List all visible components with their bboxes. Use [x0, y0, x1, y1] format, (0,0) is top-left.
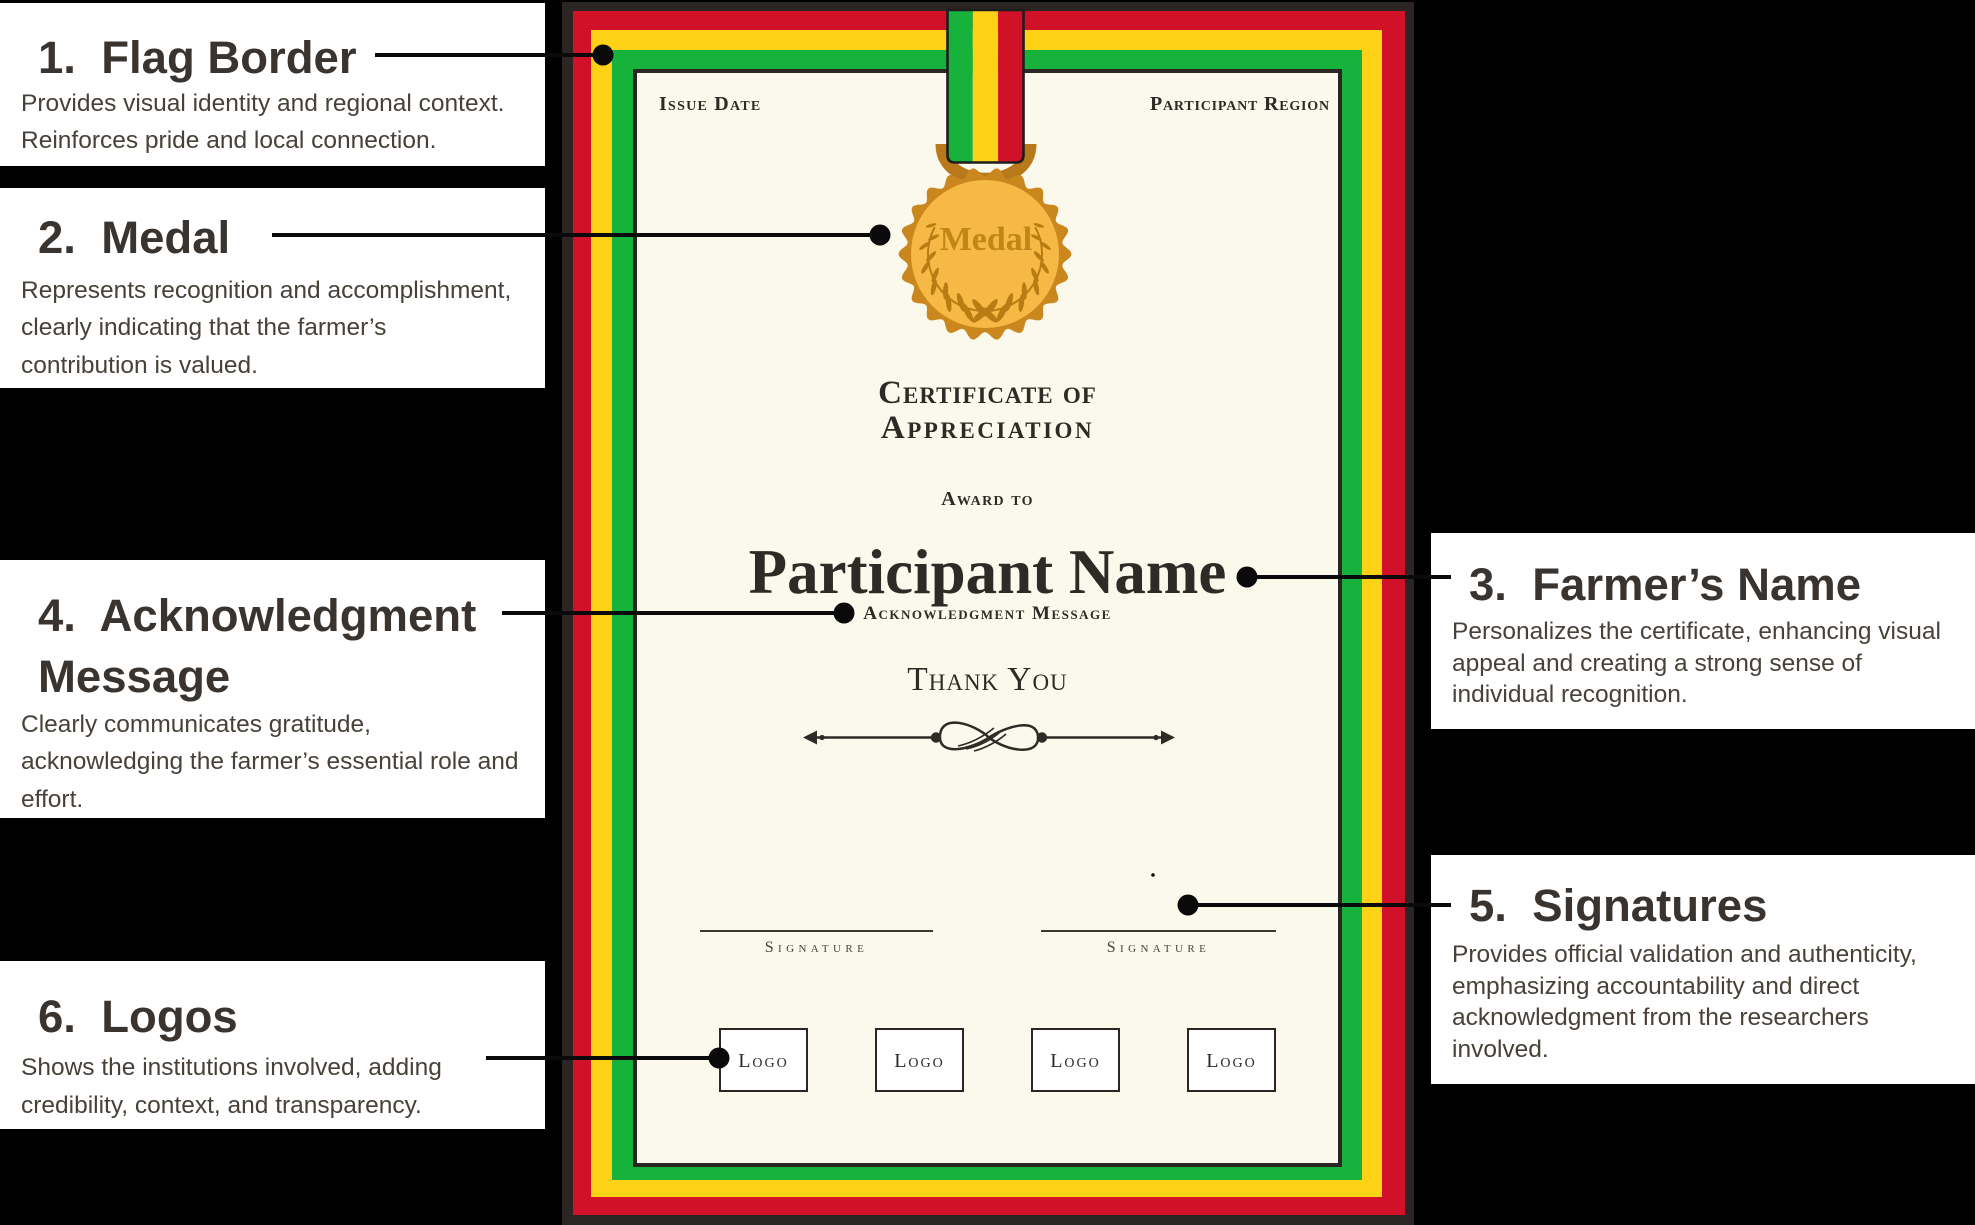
svg-text:Medal: Medal — [940, 221, 1033, 258]
